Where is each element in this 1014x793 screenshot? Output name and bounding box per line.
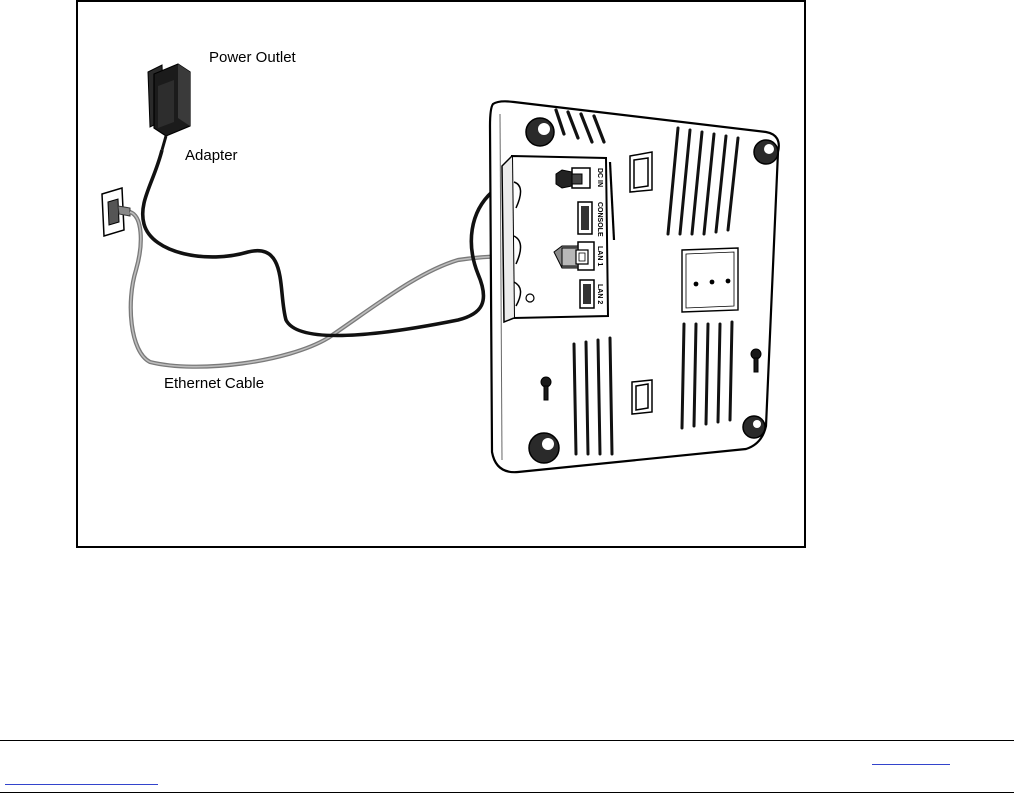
port-label-lan2: LAN 2 — [596, 284, 603, 304]
figure-frame: DC IN CONSOLE LAN 1 LAN 2 Power Outlet A… — [76, 0, 806, 548]
port-label-console: CONSOLE — [596, 202, 603, 237]
power-outlet-adapter-icon — [148, 64, 190, 150]
footer-link-right[interactable] — [872, 764, 950, 765]
ethernet-cable-label: Ethernet Cable — [164, 375, 264, 392]
connection-diagram: DC IN CONSOLE LAN 1 LAN 2 — [78, 2, 804, 546]
ethernet-wall-jack-icon — [102, 188, 130, 236]
footer-rule-top — [0, 740, 1014, 741]
footer-link-left[interactable] — [5, 784, 158, 785]
power-outlet-label: Power Outlet — [209, 49, 296, 66]
port-label-dc-in: DC IN — [596, 168, 603, 187]
adapter-label: Adapter — [185, 147, 238, 164]
access-point-device: DC IN CONSOLE LAN 1 LAN 2 — [490, 101, 779, 472]
port-label-lan1: LAN 1 — [596, 246, 603, 266]
